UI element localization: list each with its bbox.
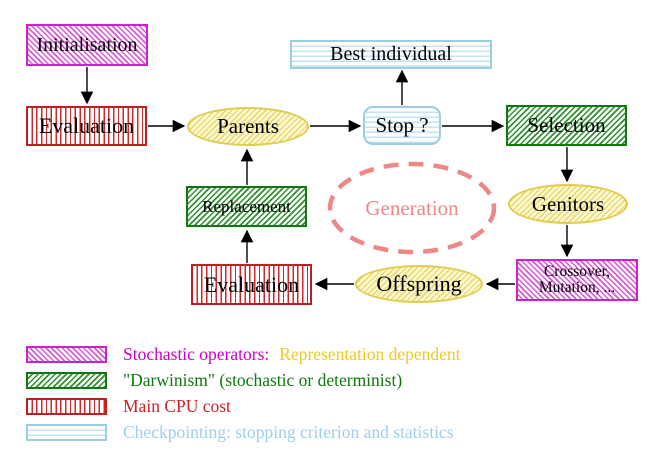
node-genitors-label: Genitors bbox=[531, 191, 605, 216]
node-selection: Selection bbox=[506, 105, 627, 146]
legend-label-cpu-cost: Main CPU cost bbox=[123, 395, 231, 416]
legend-swatch-cyan-stripes-icon bbox=[26, 423, 107, 441]
node-evaluation-top: Evaluation bbox=[26, 106, 147, 146]
node-evaluation-bottom-label: Evaluation bbox=[203, 271, 300, 297]
legend-row-stochastic: Stochastic operators: Representation dep… bbox=[26, 343, 461, 364]
node-selection-label: Selection bbox=[527, 113, 606, 138]
node-parents-label: Parents bbox=[217, 114, 279, 139]
node-evaluation-bottom: Evaluation bbox=[191, 264, 312, 305]
node-replacement: Replacement bbox=[186, 186, 307, 227]
node-initialisation-label: Initialisation bbox=[36, 33, 138, 56]
node-replacement-label: Replacement bbox=[202, 196, 291, 216]
legend-row-darwinism: "Darwinism" (stochastic or determinist) bbox=[26, 369, 403, 390]
node-stop-label: Stop ? bbox=[375, 113, 429, 138]
node-best-individual-label: Best individual bbox=[330, 43, 452, 65]
node-parents: Parents bbox=[187, 107, 309, 146]
node-genitors: Genitors bbox=[508, 184, 628, 224]
node-best-individual: Best individual bbox=[290, 40, 492, 69]
legend-swatch-green-hatch-icon bbox=[26, 371, 107, 389]
legend-label-representation: Representation dependent bbox=[279, 343, 461, 364]
node-crossover-line2: Mutation, ... bbox=[538, 279, 616, 296]
legend-label-checkpointing: Checkpointing: stopping criterion and st… bbox=[123, 421, 454, 442]
node-offspring: Offspring bbox=[355, 265, 483, 303]
legend-row-checkpointing: Checkpointing: stopping criterion and st… bbox=[26, 421, 454, 442]
generation-label: Generation bbox=[365, 196, 459, 220]
node-initialisation: Initialisation bbox=[26, 24, 148, 66]
legend-swatch-red-stripes-icon bbox=[26, 397, 107, 415]
legend-swatch-magenta-hatch-icon bbox=[26, 345, 107, 363]
legend-label-stochastic: Stochastic operators: bbox=[123, 343, 270, 364]
node-offspring-label: Offspring bbox=[376, 271, 462, 297]
node-stop: Stop ? bbox=[363, 106, 441, 145]
node-evaluation-top-label: Evaluation bbox=[38, 113, 135, 139]
node-crossover-line1: Crossover, bbox=[543, 262, 611, 280]
legend-row-cpu-cost: Main CPU cost bbox=[26, 395, 231, 416]
legend-label-darwinism: "Darwinism" (stochastic or determinist) bbox=[123, 369, 403, 390]
node-crossover-mutation: Crossover, Mutation, ... bbox=[516, 259, 638, 301]
